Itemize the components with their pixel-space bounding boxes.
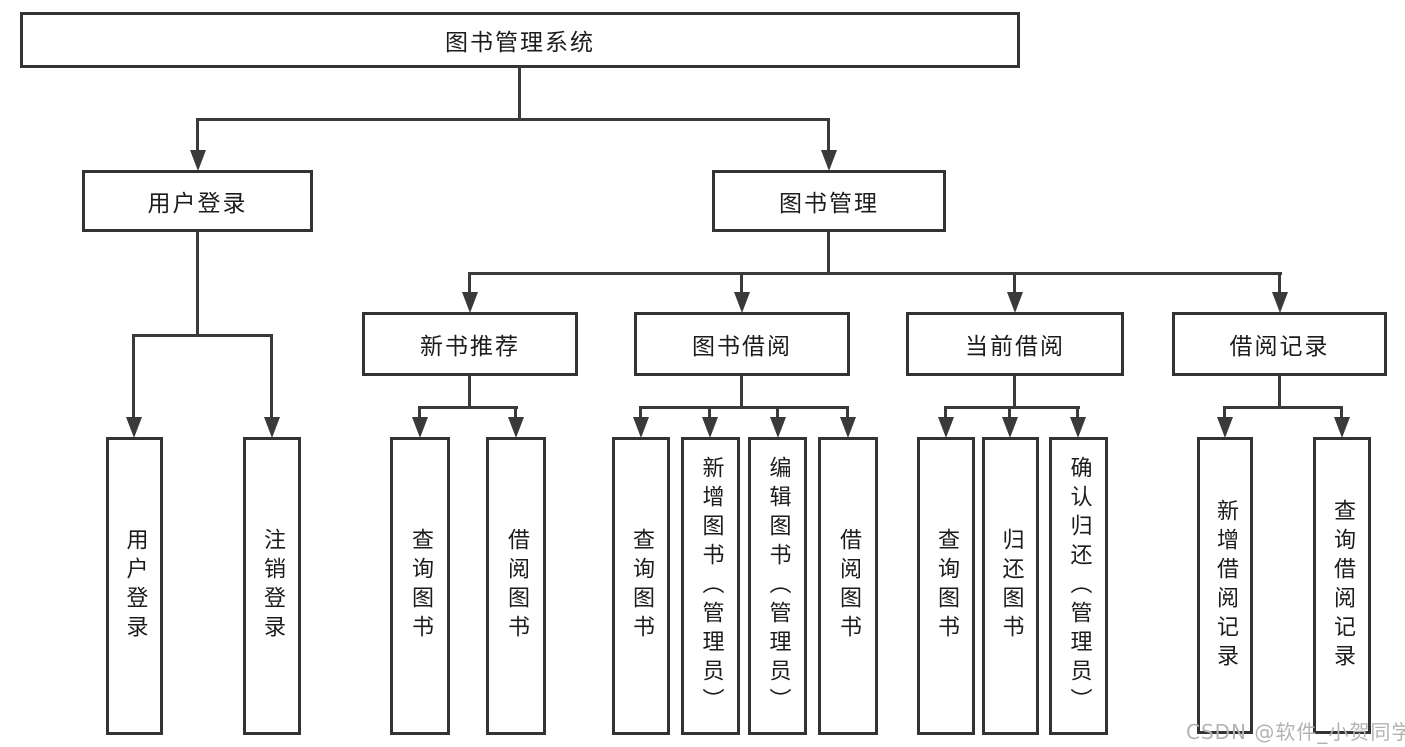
connector-leaf-line bbox=[708, 406, 711, 418]
node-new-book-recommend: 新书推荐 bbox=[362, 312, 578, 376]
leaf-br-query-record-label: 查询借阅记录 bbox=[1330, 498, 1355, 673]
connector-new-book-rec-stem bbox=[468, 375, 471, 408]
node-book-management-label: 图书管理 bbox=[779, 191, 879, 217]
connector-level3-hline bbox=[469, 272, 1282, 275]
arrow-down-icon bbox=[770, 417, 786, 438]
connector-to-book-mgmt-line bbox=[827, 118, 830, 152]
arrow-down-icon bbox=[1002, 417, 1018, 438]
leaf-nbr-query-book: 查询图书 bbox=[390, 437, 450, 735]
connector-to-user-login-line bbox=[196, 118, 199, 152]
connector-root-stem bbox=[518, 66, 521, 120]
arrow-down-icon bbox=[1070, 417, 1086, 438]
connector-user-login-hline bbox=[132, 334, 273, 337]
leaf-cb-query-book-label: 查询图书 bbox=[934, 528, 959, 644]
leaf-nbr-query-book-label: 查询图书 bbox=[408, 528, 433, 644]
arrow-down-icon bbox=[840, 417, 856, 438]
connector-leaf-line bbox=[418, 406, 421, 418]
arrow-down-icon bbox=[1272, 292, 1288, 313]
connector-to-current-borrow-line bbox=[1013, 272, 1016, 294]
connector-user-login-stem bbox=[196, 231, 199, 336]
connector-leaf-line bbox=[776, 406, 779, 418]
connector-borrow-records-hline bbox=[1224, 406, 1343, 409]
leaf-cb-return-book: 归还图书 bbox=[982, 437, 1039, 735]
connector-book-mgmt-stem bbox=[827, 231, 830, 275]
connector-new-book-rec-hline bbox=[419, 406, 518, 409]
leaf-bb-add-book-admin: 新增图书（管理员） bbox=[681, 437, 740, 735]
node-root: 图书管理系统 bbox=[20, 12, 1020, 68]
leaf-nbr-borrow-book: 借阅图书 bbox=[486, 437, 546, 735]
leaf-cb-confirm-return-admin-label: 确认归还（管理员） bbox=[1066, 455, 1092, 717]
connector-current-borrow-hline bbox=[945, 406, 1080, 409]
connector-book-borrow-stem bbox=[740, 375, 743, 408]
connector-leaf-line bbox=[944, 406, 947, 418]
node-book-borrow-label: 图书借阅 bbox=[692, 334, 792, 360]
node-borrow-records-label: 借阅记录 bbox=[1229, 334, 1330, 360]
connector-current-borrow-stem bbox=[1013, 375, 1016, 408]
connector-leaf-line bbox=[1076, 406, 1079, 418]
arrow-down-icon bbox=[821, 150, 837, 171]
connector-leaf-line bbox=[1223, 406, 1226, 418]
node-root-label: 图书管理系统 bbox=[445, 30, 595, 56]
node-new-book-recommend-label: 新书推荐 bbox=[420, 334, 520, 360]
arrow-down-icon bbox=[264, 417, 280, 438]
leaf-br-add-record: 新增借阅记录 bbox=[1197, 437, 1253, 734]
leaf-user-login-label: 用户登录 bbox=[122, 528, 148, 644]
leaf-bb-query-book: 查询图书 bbox=[612, 437, 670, 735]
node-borrow-records: 借阅记录 bbox=[1172, 312, 1387, 376]
leaf-bb-borrow-book-label: 借阅图书 bbox=[836, 528, 861, 644]
leaf-cb-query-book: 查询图书 bbox=[917, 437, 975, 735]
leaf-bb-query-book-label: 查询图书 bbox=[629, 528, 654, 644]
leaf-user-login: 用户登录 bbox=[106, 437, 163, 735]
arrow-down-icon bbox=[462, 292, 478, 313]
connector-to-leaf-user-login-line bbox=[132, 334, 135, 418]
leaf-logout-login-label: 注销登录 bbox=[260, 528, 285, 644]
node-user-login: 用户登录 bbox=[82, 170, 313, 232]
connector-leaf-line bbox=[1340, 406, 1343, 418]
leaf-bb-add-book-admin-label: 新增图书（管理员） bbox=[698, 455, 724, 717]
connector-level2-hline bbox=[197, 118, 830, 121]
node-book-borrow: 图书借阅 bbox=[634, 312, 850, 376]
arrow-down-icon bbox=[1007, 292, 1023, 313]
leaf-bb-edit-book-admin-label: 编辑图书（管理员） bbox=[765, 455, 791, 717]
connector-to-leaf-logout-line bbox=[270, 334, 273, 418]
arrow-down-icon bbox=[412, 417, 428, 438]
leaf-bb-borrow-book: 借阅图书 bbox=[818, 437, 878, 735]
arrow-down-icon bbox=[508, 417, 524, 438]
connector-book-borrow-hline bbox=[640, 406, 849, 409]
node-user-login-label: 用户登录 bbox=[147, 191, 248, 217]
arrow-down-icon bbox=[126, 417, 142, 438]
arrow-down-icon bbox=[734, 292, 750, 313]
connector-leaf-line bbox=[846, 406, 849, 418]
leaf-br-add-record-label: 新增借阅记录 bbox=[1213, 498, 1238, 673]
connector-leaf-line bbox=[639, 406, 642, 418]
node-current-borrow-label: 当前借阅 bbox=[965, 334, 1065, 360]
arrow-down-icon bbox=[702, 417, 718, 438]
connector-to-borrow-records-line bbox=[1278, 272, 1281, 294]
leaf-cb-confirm-return-admin: 确认归还（管理员） bbox=[1049, 437, 1108, 735]
arrow-down-icon bbox=[633, 417, 649, 438]
leaf-br-query-record: 查询借阅记录 bbox=[1313, 437, 1371, 734]
leaf-bb-edit-book-admin: 编辑图书（管理员） bbox=[748, 437, 807, 735]
connector-to-book-borrow-line bbox=[740, 272, 743, 294]
leaf-logout-login: 注销登录 bbox=[243, 437, 301, 735]
watermark: CSDN @软件_小贺同学 bbox=[1186, 720, 1405, 744]
arrow-down-icon bbox=[190, 150, 206, 171]
arrow-down-icon bbox=[938, 417, 954, 438]
node-book-management: 图书管理 bbox=[712, 170, 946, 232]
node-current-borrow: 当前借阅 bbox=[906, 312, 1124, 376]
arrow-down-icon bbox=[1334, 417, 1350, 438]
connector-leaf-line bbox=[1008, 406, 1011, 418]
connector-leaf-line bbox=[514, 406, 517, 418]
leaf-cb-return-book-label: 归还图书 bbox=[998, 528, 1024, 644]
connector-to-new-book-rec-line bbox=[468, 272, 471, 294]
leaf-nbr-borrow-book-label: 借阅图书 bbox=[504, 528, 529, 644]
arrow-down-icon bbox=[1217, 417, 1233, 438]
connector-borrow-records-stem bbox=[1278, 375, 1281, 408]
